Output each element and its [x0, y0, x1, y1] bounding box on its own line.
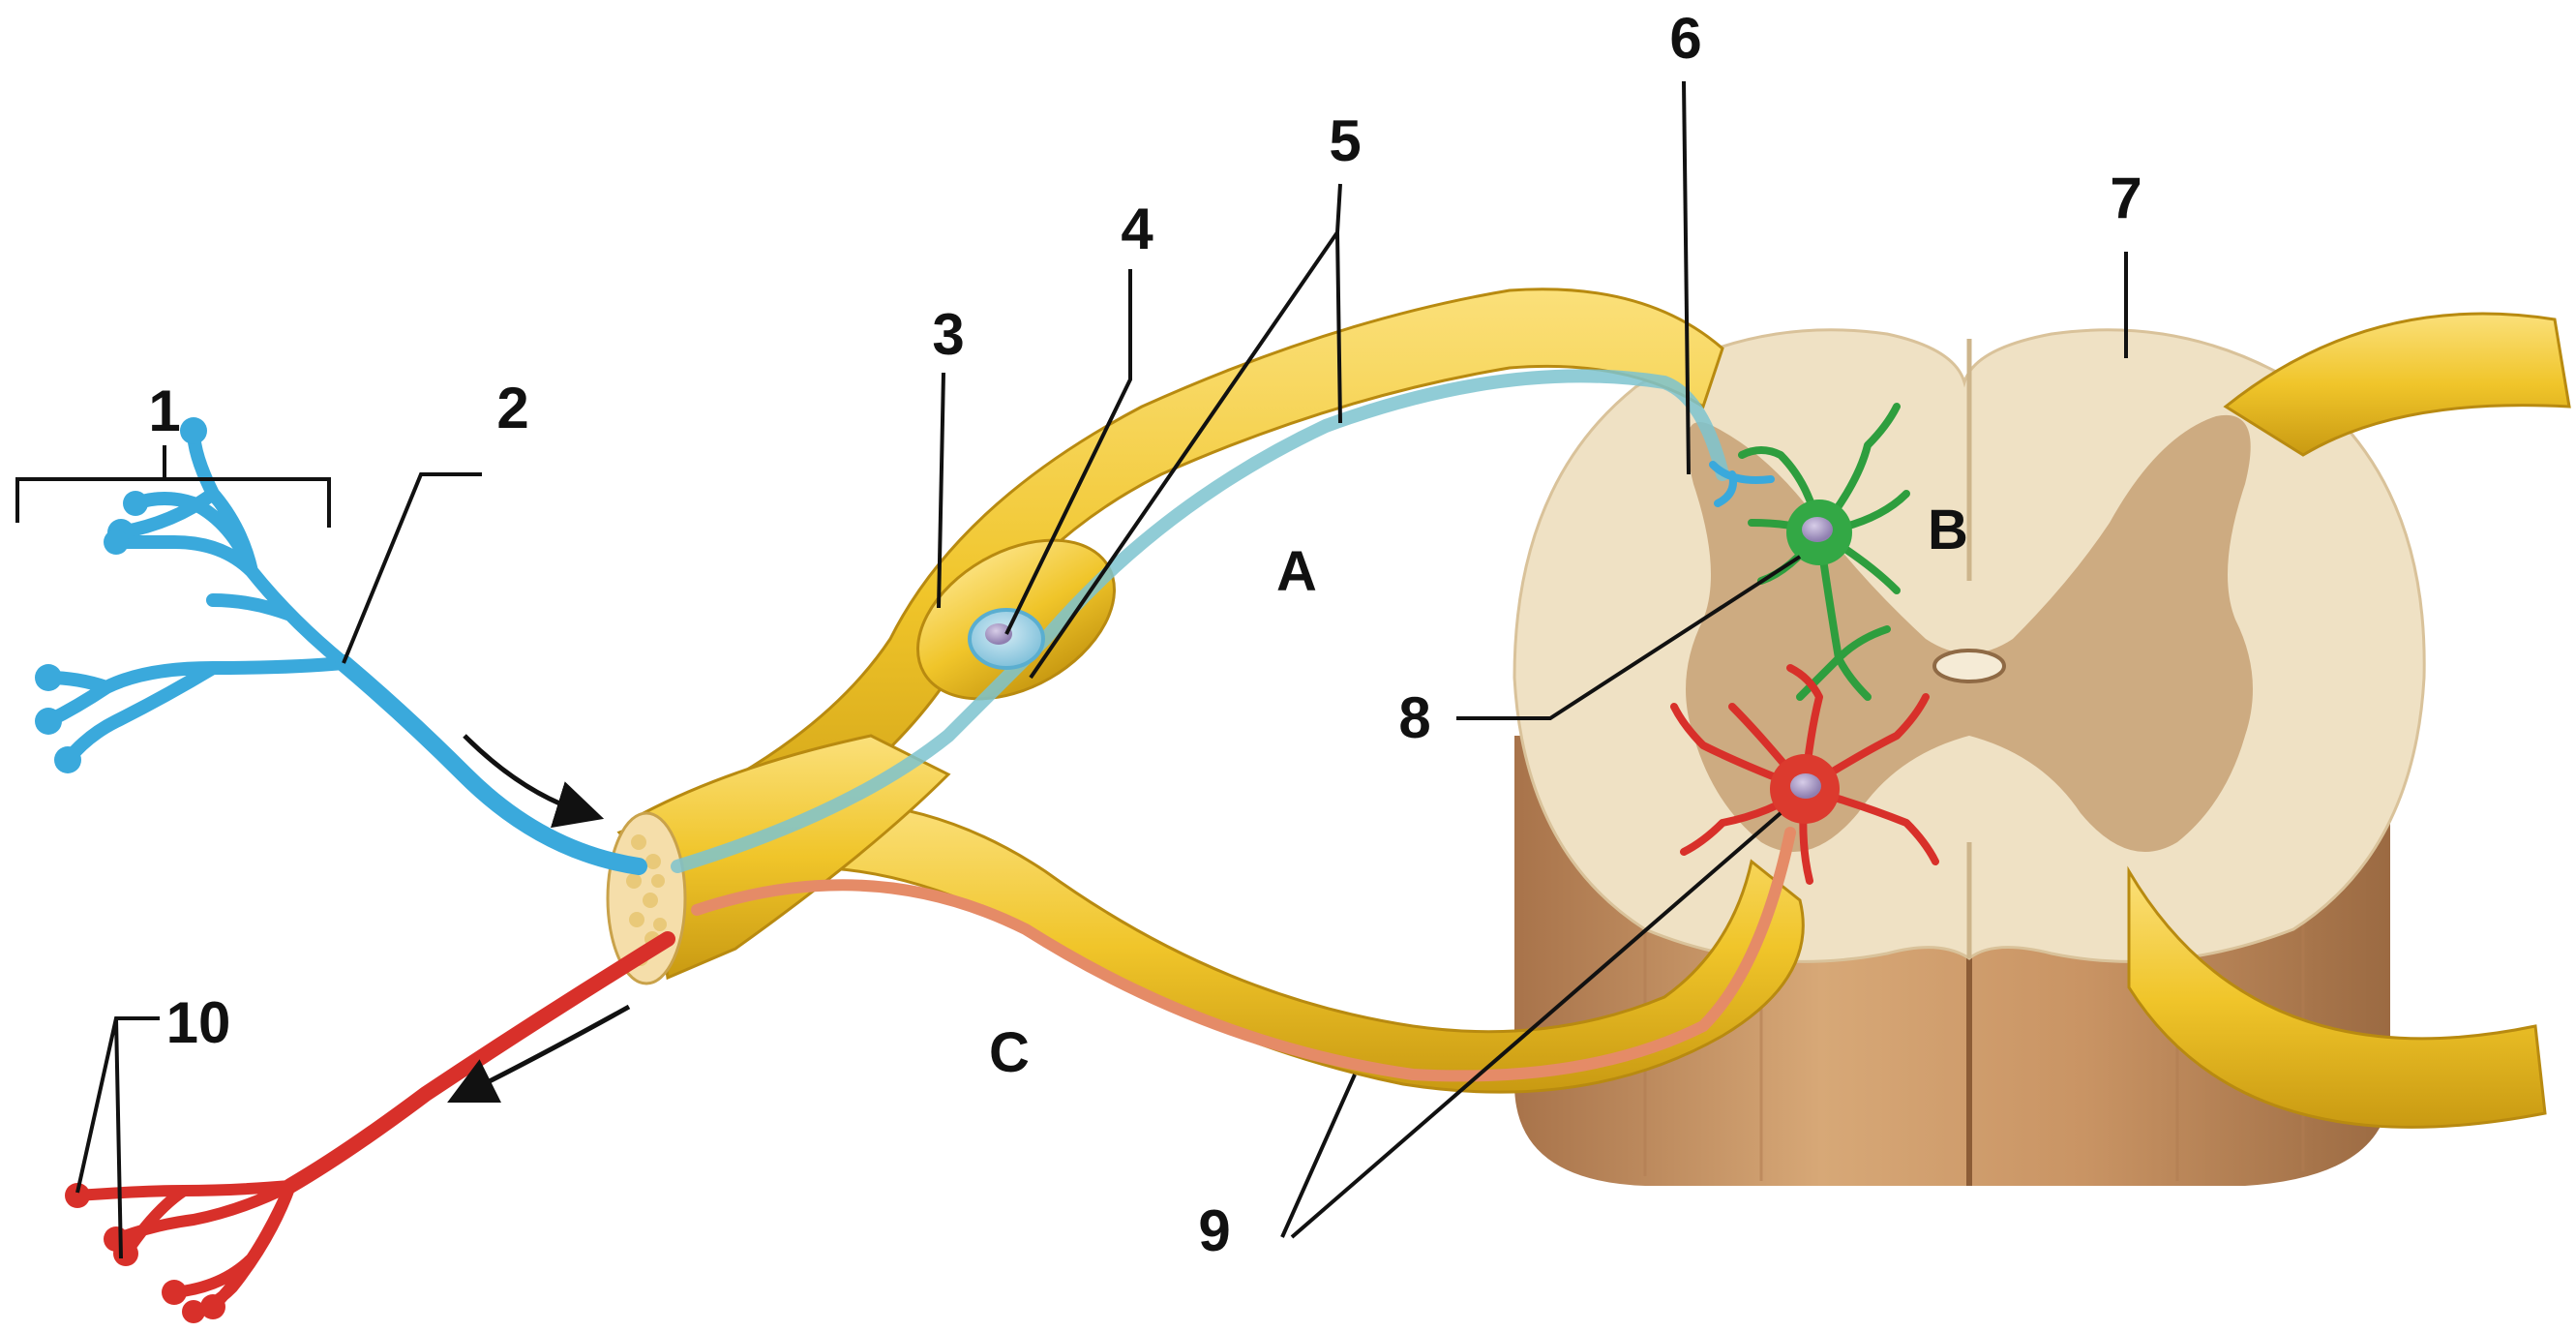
right-dorsal-root [2226, 314, 2569, 455]
label-A: A [1276, 540, 1317, 603]
label-10: 10 [166, 990, 231, 1055]
label-1: 1 [148, 378, 180, 443]
label-4: 4 [1121, 197, 1153, 261]
label-B: B [1928, 499, 1968, 561]
motor-axon [290, 939, 668, 1186]
interneuron-nucleus [1802, 517, 1833, 542]
label-5: 5 [1329, 108, 1361, 173]
label-C: C [989, 1021, 1030, 1084]
label-3: 3 [932, 302, 964, 367]
sensory-axon [344, 663, 639, 866]
label-6: 6 [1669, 6, 1701, 71]
motor-end-bulbs [65, 1183, 225, 1323]
label-8: 8 [1398, 685, 1430, 750]
label-2: 2 [496, 376, 528, 440]
label-7: 7 [2110, 166, 2142, 230]
leader-2 [344, 474, 482, 663]
motor-nucleus [1790, 773, 1821, 799]
label-9: 9 [1198, 1198, 1230, 1263]
central-canal [1934, 651, 2004, 681]
